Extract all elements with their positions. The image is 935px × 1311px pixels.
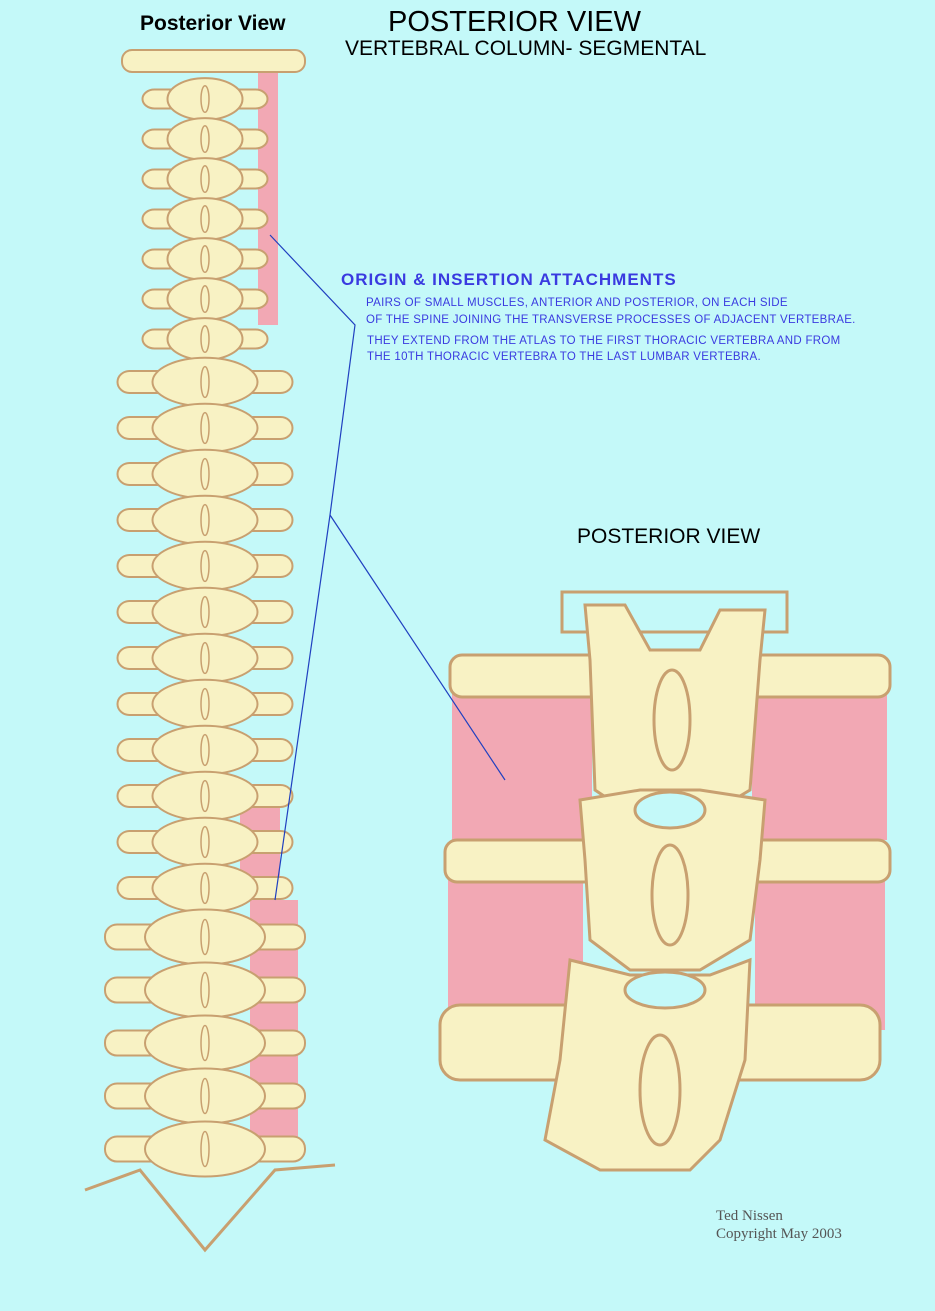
- segment-detail-drawing: [438, 590, 892, 1172]
- vertebra-body: [166, 317, 244, 361]
- vertebra-body: [151, 402, 259, 454]
- vertebra-body: [151, 770, 259, 822]
- spinous-process: [200, 164, 210, 194]
- spinous-process-3: [638, 1033, 682, 1147]
- vertebra-body: [166, 197, 244, 241]
- vertebra-body: [151, 494, 259, 546]
- copyright-notice: Copyright May 2003: [716, 1226, 842, 1242]
- page-subtitle: VERTEBRAL COLUMN- SEGMENTAL: [345, 37, 707, 60]
- spinous-process: [200, 871, 210, 905]
- spinous-process: [200, 733, 210, 767]
- page-title: POSTERIOR VIEW: [388, 6, 641, 38]
- vertebra-body: [151, 678, 259, 730]
- spinous-process: [200, 779, 210, 813]
- vertebra-body: [151, 862, 259, 914]
- spinous-process: [200, 284, 210, 314]
- vertebra-body: [166, 117, 244, 161]
- vertebra-body: [151, 586, 259, 638]
- muscle-left-upper: [452, 690, 592, 840]
- annotation-line: THE 10TH THORACIC VERTEBRA TO THE LAST L…: [367, 351, 761, 363]
- spinous-process: [200, 971, 210, 1009]
- vertebra-atlas: [121, 49, 306, 73]
- vertebra-body: [144, 961, 266, 1019]
- vertebra-body: [151, 540, 259, 592]
- annotation-line: THEY EXTEND FROM THE ATLAS TO THE FIRST …: [367, 335, 841, 347]
- vertebra-body: [166, 237, 244, 281]
- spinous-process: [200, 641, 210, 675]
- spinous-process: [200, 1130, 210, 1168]
- vertebra-body: [151, 724, 259, 776]
- vertebra-body: [151, 632, 259, 684]
- vertebra-body: [144, 1014, 266, 1072]
- annotation-line: PAIRS OF SMALL MUSCLES, ANTERIOR AND POS…: [366, 297, 788, 309]
- vertebra-top-frame: [560, 590, 789, 634]
- spinous-process: [200, 595, 210, 629]
- vertebra-body: [151, 448, 259, 500]
- vertebra-body: [166, 157, 244, 201]
- spinous-process: [200, 825, 210, 859]
- muscle-right-lower: [755, 870, 885, 1030]
- spinous-process: [200, 204, 210, 234]
- spinous-process: [200, 549, 210, 583]
- spinous-process: [200, 503, 210, 537]
- vertebra-body: [151, 816, 259, 868]
- spinous-process-2: [650, 843, 690, 947]
- spinous-process-1: [652, 668, 692, 772]
- muscle-left-lower: [448, 865, 583, 1015]
- vertebra-body: [166, 77, 244, 121]
- foramen-lower: [623, 970, 707, 1010]
- annotation-heading: ORIGIN & INSERTION ATTACHMENTS: [341, 270, 677, 289]
- spinous-process: [200, 687, 210, 721]
- spinous-process: [200, 244, 210, 274]
- vertebra-body: [166, 277, 244, 321]
- spinous-process: [200, 124, 210, 154]
- foramen-upper: [633, 790, 707, 830]
- pointer-lines: [269, 234, 506, 901]
- vertebra-body: [151, 356, 259, 408]
- left-view-title: Posterior View: [140, 12, 286, 35]
- spinous-process: [200, 324, 210, 354]
- vertebra-body: [144, 1120, 266, 1178]
- spinous-process: [200, 411, 210, 445]
- detail-view-title: POSTERIOR VIEW: [577, 525, 761, 548]
- spinous-process: [200, 84, 210, 114]
- spinous-process: [200, 918, 210, 956]
- spinous-process: [200, 1024, 210, 1062]
- spinous-process: [200, 457, 210, 491]
- annotation-line: OF THE SPINE JOINING THE TRANSVERSE PROC…: [366, 314, 856, 326]
- spinous-process: [200, 365, 210, 399]
- muscle-right-upper: [752, 690, 887, 840]
- vertebra-body: [144, 1067, 266, 1125]
- vertebral-column-drawing: [84, 49, 336, 1253]
- sacrum-outline: [84, 1163, 336, 1253]
- vertebra-body: [144, 908, 266, 966]
- author-credit: Ted Nissen: [716, 1208, 783, 1224]
- spinous-process: [200, 1077, 210, 1115]
